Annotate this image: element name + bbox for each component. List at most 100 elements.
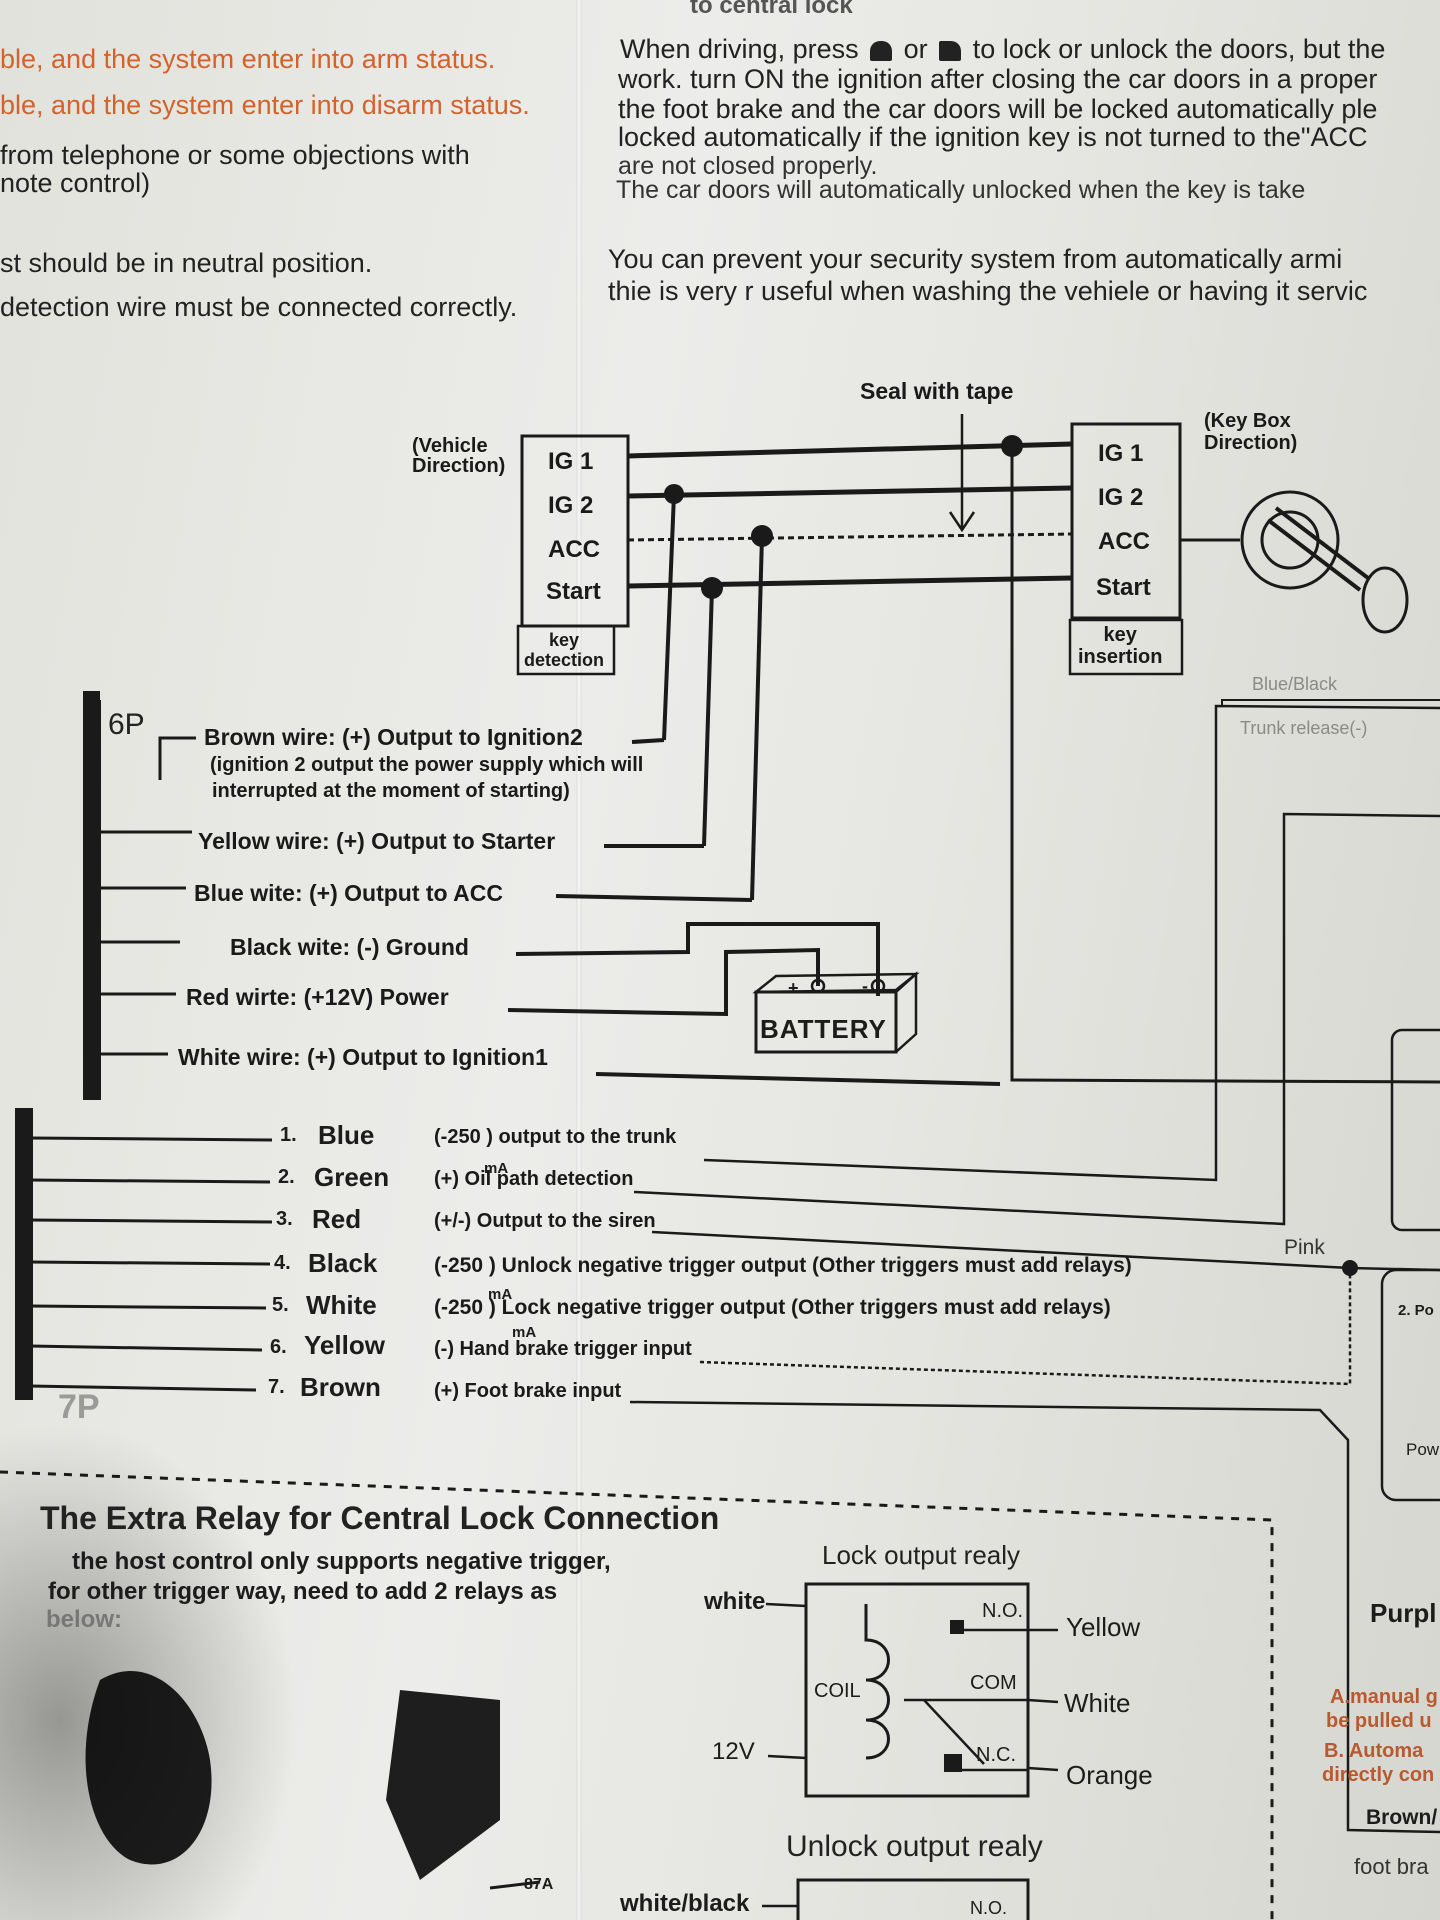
manual-note-1: A.manual g	[1330, 1686, 1438, 1708]
7p-3-num: 3.	[276, 1208, 293, 1230]
central-lock-header: to central lock	[690, 0, 853, 19]
relay-87a-label: 87A	[524, 1876, 554, 1893]
relay-photo-2	[386, 1690, 500, 1880]
ig1-line	[627, 441, 1073, 459]
manual-note-3: B. Automa	[1324, 1740, 1424, 1762]
7p-7-desc: (+) Foot brake input	[434, 1380, 622, 1402]
key-cylinder-icon	[1240, 490, 1340, 590]
key-insertion-box	[1068, 618, 1184, 676]
paper-fold	[576, 0, 582, 1920]
left-ig1: IG 1	[548, 448, 594, 475]
relay-yellow-output: Yellow	[1066, 1612, 1141, 1642]
keybox-ignition-block	[1070, 422, 1182, 620]
handbrake-wire	[699, 1268, 1352, 1386]
relay-photo-1	[85, 1671, 212, 1865]
7p-2-color: Green	[314, 1162, 390, 1192]
relay-no-label: N.O.	[982, 1600, 1024, 1622]
right-purple-label: Purpl	[1370, 1598, 1437, 1628]
relay-white-black-label: white/black	[620, 1890, 750, 1917]
key-insertion-label: key insertion	[1078, 624, 1163, 668]
7p-1-color: Blue	[318, 1120, 375, 1150]
prevent-arming-text: You can prevent your security system fro…	[608, 244, 1343, 274]
unlock-no-label: N.O.	[970, 1898, 1008, 1918]
relay-orange-output: Orange	[1066, 1760, 1153, 1790]
relay-section-title: The Extra Relay for Central Lock Connect…	[40, 1500, 720, 1536]
relay-section-frame	[0, 1470, 1274, 1920]
left-start: Start	[546, 578, 601, 605]
7p-1-num: 1.	[280, 1124, 297, 1146]
relay-com-label: COM	[970, 1672, 1017, 1694]
pink-label: Pink	[1284, 1236, 1325, 1259]
battery-body	[754, 990, 898, 1054]
right-start: Start	[1096, 574, 1151, 601]
start-line	[627, 575, 1073, 589]
right-module-a	[1390, 1028, 1440, 1232]
lock-relay-box	[804, 1582, 1030, 1798]
coil-icon	[864, 1604, 890, 1760]
7p-5-color: White	[306, 1290, 377, 1320]
7p-5-desc: (-250 ) Lock negative trigger output (Ot…	[434, 1296, 1111, 1319]
7p-2-desc: (+) Oil path detection	[434, 1168, 634, 1190]
pink-junction	[1342, 1260, 1358, 1276]
unlock-relay-title: Unlock output realy	[786, 1830, 1043, 1863]
foot-brake-text: the foot brake and the car doors will be…	[618, 94, 1378, 124]
unlock-relay-box	[796, 1878, 1030, 1920]
arm-status-text: ble, and the system enter into arm statu…	[0, 44, 496, 74]
washing-text: thie is very r useful when washing the v…	[608, 276, 1368, 306]
connector-6p-label: 6P	[108, 708, 145, 741]
seal-arrow-head	[948, 511, 976, 533]
ma-unit-1: mA	[484, 1160, 509, 1177]
lock-relay-title: Lock output realy	[822, 1540, 1021, 1570]
7p-7-num: 7.	[268, 1376, 285, 1398]
ig1-tap-to-white	[1010, 446, 1440, 1084]
closed-properly-text: are not closed properly.	[618, 152, 878, 180]
relay-12v-input: 12V	[712, 1738, 755, 1765]
battery-plus-terminal	[810, 978, 826, 994]
trunk-release-label: Trunk release(-)	[1240, 718, 1368, 738]
no-contact	[950, 1620, 964, 1634]
ig2-tap-to-brown	[662, 493, 676, 741]
relay-white-output: White	[1064, 1688, 1131, 1718]
7p-4-num: 4.	[274, 1252, 291, 1274]
manual-note-4: directly con	[1322, 1764, 1435, 1786]
footbrake-wire	[629, 1400, 1440, 1834]
relay-desc-3: below:	[46, 1606, 122, 1633]
battery-top	[752, 972, 920, 994]
driving-text-or: or	[903, 34, 928, 64]
right-pow-label: Pow	[1406, 1440, 1440, 1459]
nc-contact	[944, 1754, 962, 1772]
driving-text-a: When driving, press	[620, 34, 859, 64]
ig2-junction	[664, 484, 684, 504]
driving-text: When driving, press or to lock or unlock…	[620, 34, 1385, 65]
driving-text-b: to lock or unlock the doors, but the	[972, 34, 1386, 64]
ma-unit-2: mA	[488, 1286, 513, 1303]
7p-2-num: 2.	[278, 1166, 295, 1188]
left-acc: ACC	[548, 536, 600, 563]
white-wire-label: White wire: (+) Output to Ignition1	[178, 1044, 548, 1070]
7p-6-color: Yellow	[304, 1330, 385, 1360]
7p-6-desc: (-) Hand brake trigger input	[434, 1338, 692, 1360]
oil-wire	[633, 812, 1440, 1226]
neutral-position-text: st should be in neutral position.	[0, 248, 373, 278]
page-shadow	[0, 1420, 300, 1920]
ig2-line	[627, 485, 1073, 499]
seal-label: Seal with tape	[860, 378, 1014, 404]
7p-3-desc: (+/-) Output to the siren	[434, 1210, 656, 1232]
telephone-text: from telephone or some objections with	[0, 140, 470, 170]
ignition1-wire	[595, 1072, 1001, 1086]
red-wire-label: Red wirte: (+12V) Power	[186, 984, 449, 1010]
brown-wire-note2: interrupted at the moment of starting)	[212, 780, 570, 802]
7p-5-num: 5.	[272, 1294, 289, 1316]
battery-label: BATTERY	[760, 1014, 887, 1044]
relay-desc-2: for other trigger way, need to add 2 rel…	[48, 1578, 558, 1605]
7p-7-color: Brown	[300, 1372, 381, 1402]
lock-icon	[870, 40, 893, 61]
trunk-wire	[703, 704, 1440, 1182]
right-ig1: IG 1	[1098, 440, 1144, 467]
connector-6p-bar	[83, 691, 101, 1100]
6p-brown-lead	[158, 736, 196, 780]
blue-black-label: Blue/Black	[1252, 674, 1338, 694]
detection-wire-text: detection wire must be connected correct…	[0, 292, 518, 322]
keybox-direction-label: (Key Box Direction)	[1204, 410, 1298, 454]
unlocked-text: The car doors will automatically unlocke…	[616, 176, 1306, 204]
